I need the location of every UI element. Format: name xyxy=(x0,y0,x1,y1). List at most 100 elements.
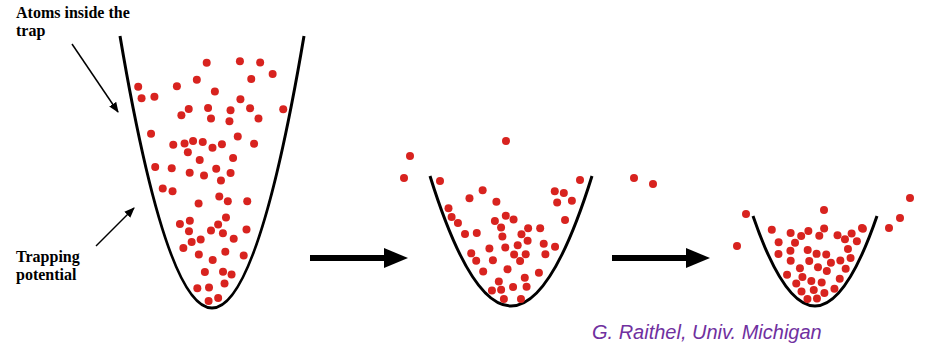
process-arrow xyxy=(686,248,710,268)
atom xyxy=(842,265,850,273)
atom xyxy=(227,106,235,114)
atom xyxy=(649,180,657,188)
atom xyxy=(185,105,193,113)
atom xyxy=(820,206,828,214)
atom xyxy=(147,130,155,138)
leader-line xyxy=(96,208,134,246)
atom xyxy=(177,111,185,119)
leader-line xyxy=(72,44,118,112)
atom xyxy=(243,197,251,205)
atom xyxy=(454,219,462,227)
atom xyxy=(485,244,493,252)
atom xyxy=(173,82,181,90)
atom xyxy=(214,220,222,228)
atom xyxy=(436,177,444,185)
atom xyxy=(207,115,215,123)
atom xyxy=(222,213,230,221)
atom xyxy=(848,230,856,238)
atom xyxy=(195,251,203,259)
atom xyxy=(792,279,800,287)
atom xyxy=(561,216,569,224)
atom xyxy=(775,238,783,246)
atom xyxy=(209,256,217,264)
atom xyxy=(540,240,548,248)
atom xyxy=(827,259,835,267)
atom xyxy=(822,250,830,258)
atom xyxy=(885,224,893,232)
atom xyxy=(236,57,244,65)
atom xyxy=(804,246,812,254)
atom xyxy=(224,197,232,205)
atom xyxy=(188,238,196,246)
atom xyxy=(406,152,414,160)
atom xyxy=(836,256,844,264)
atom xyxy=(847,254,855,262)
atom xyxy=(250,140,258,148)
trap-potential xyxy=(120,36,304,308)
atom xyxy=(906,194,914,202)
trap-potential xyxy=(753,216,877,306)
atom xyxy=(219,229,227,237)
atom xyxy=(836,275,844,283)
atom xyxy=(813,295,821,303)
atom xyxy=(805,257,813,265)
atom xyxy=(488,287,496,295)
atom xyxy=(186,169,194,177)
atom xyxy=(201,268,209,276)
atom xyxy=(230,235,238,243)
atom xyxy=(853,237,861,245)
atom xyxy=(536,224,544,232)
atom xyxy=(246,104,254,112)
atom xyxy=(551,243,559,251)
atom xyxy=(256,59,264,67)
atom xyxy=(501,243,509,251)
atom xyxy=(448,213,456,221)
atom xyxy=(229,154,237,162)
atom xyxy=(560,189,568,197)
atom xyxy=(491,217,499,225)
atom xyxy=(553,199,561,207)
atom xyxy=(205,297,213,305)
atom xyxy=(733,242,741,250)
atom xyxy=(516,257,524,265)
atom xyxy=(524,224,532,232)
atom xyxy=(465,194,473,202)
atom xyxy=(517,295,525,303)
atom xyxy=(551,187,559,195)
atom xyxy=(193,284,201,292)
atom xyxy=(807,277,815,285)
atom xyxy=(783,271,791,279)
atom xyxy=(844,245,852,253)
atom xyxy=(786,247,794,255)
atom xyxy=(514,241,522,249)
atom xyxy=(787,229,795,237)
atom xyxy=(524,237,532,245)
atom xyxy=(820,289,828,297)
atom xyxy=(207,227,215,235)
atom xyxy=(212,165,220,173)
atom xyxy=(225,117,233,125)
atom xyxy=(742,210,750,218)
atom xyxy=(150,93,158,101)
atom xyxy=(254,115,262,123)
atom xyxy=(523,283,531,291)
atom xyxy=(541,250,549,258)
atom xyxy=(798,288,806,296)
atom xyxy=(510,216,518,224)
atom xyxy=(497,223,505,231)
atom xyxy=(208,144,216,152)
atom xyxy=(227,169,235,177)
callout-label: Trapping potential xyxy=(16,248,106,285)
atom xyxy=(205,284,213,292)
atom xyxy=(810,286,818,294)
atom xyxy=(236,95,244,103)
atom xyxy=(497,286,505,294)
atom xyxy=(203,59,211,67)
atom xyxy=(858,224,866,232)
atom xyxy=(247,75,255,83)
atom xyxy=(492,198,500,206)
atom xyxy=(859,225,867,233)
atom xyxy=(151,163,159,171)
